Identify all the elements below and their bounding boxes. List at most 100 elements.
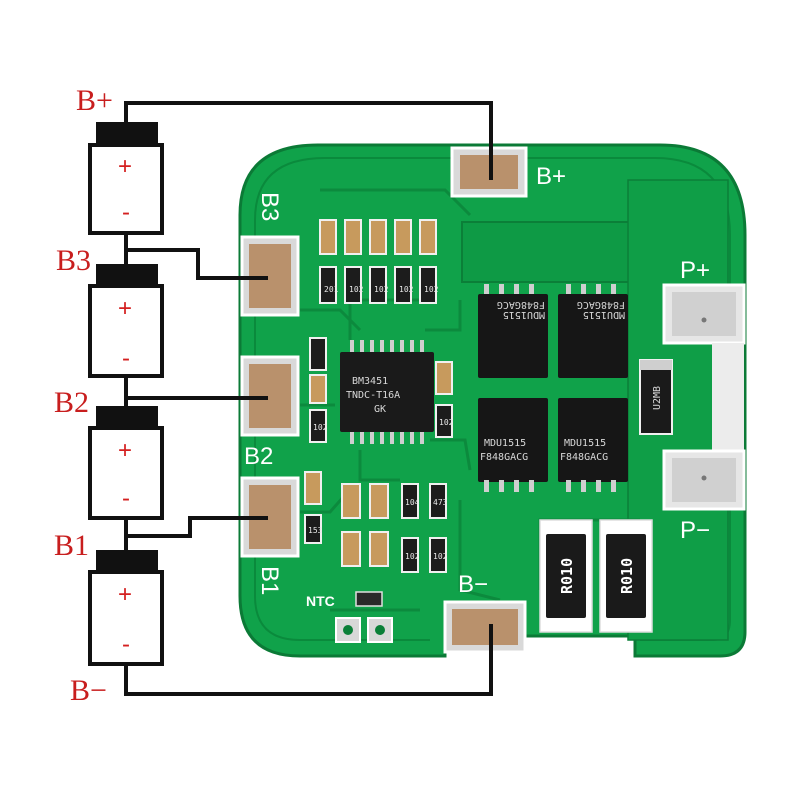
svg-text:102: 102 xyxy=(374,285,389,294)
svg-text:U2MB: U2MB xyxy=(652,386,663,410)
mosfet-array: F848GACG MDU1515 F848GACG MDU1515 MDU151… xyxy=(478,284,628,492)
ic-body xyxy=(340,352,434,432)
svg-text:-: - xyxy=(122,199,130,226)
capacitor xyxy=(304,471,322,505)
capacitor xyxy=(394,219,412,255)
svg-text:F848GACG: F848GACG xyxy=(560,452,608,463)
label-b3: B3 xyxy=(56,244,91,277)
resistor: 104 xyxy=(401,483,420,519)
capacitor xyxy=(369,531,389,567)
svg-text:R010: R010 xyxy=(558,558,576,594)
battery-cell: + - xyxy=(88,406,164,520)
svg-text:102: 102 xyxy=(399,285,414,294)
svg-text:F848GACG: F848GACG xyxy=(577,299,625,310)
resistor: 102 xyxy=(429,537,448,573)
wire-b2 xyxy=(124,376,268,406)
wire-b1 xyxy=(124,516,268,550)
svg-text:MDU1515: MDU1515 xyxy=(564,438,606,449)
svg-text:102: 102 xyxy=(313,423,328,432)
ic-marking-2: TNDC-T16A xyxy=(346,390,400,401)
ntc-resistor xyxy=(355,591,383,607)
board-label-ntc: NTC xyxy=(306,593,335,609)
svg-text:F848GACG: F848GACG xyxy=(497,299,545,310)
svg-text:F848GACG: F848GACG xyxy=(480,452,528,463)
svg-text:104: 104 xyxy=(405,498,420,507)
ic-marking-3: GK xyxy=(374,404,386,415)
svg-text:-: - xyxy=(122,631,130,658)
resistor: 102 xyxy=(435,404,454,438)
board-label-p-plus: P+ xyxy=(680,257,710,284)
resistor-row-top: 201 102 102 102 102 xyxy=(319,266,439,304)
resistor: 153 xyxy=(304,514,323,544)
pad-b-minus xyxy=(443,600,527,654)
svg-text:201: 201 xyxy=(324,285,339,294)
capacitor xyxy=(369,219,387,255)
resistor: 201 xyxy=(319,266,339,304)
battery-cell: + - xyxy=(88,550,164,666)
pad-p-minus xyxy=(662,449,746,511)
svg-text:MDU1515: MDU1515 xyxy=(583,309,625,320)
shunt-resistor: R010 xyxy=(599,519,653,633)
svg-text:MDU1515: MDU1515 xyxy=(484,438,526,449)
resistor: 102 xyxy=(369,266,389,304)
resistor: 102 xyxy=(344,266,364,304)
capacitor-row-top xyxy=(319,219,437,255)
resistor: 102 xyxy=(309,409,328,443)
shunt-resistor: R010 xyxy=(539,519,593,633)
svg-text:-: - xyxy=(122,345,130,372)
capacitor xyxy=(319,219,337,255)
main-ic: BM3451 TNDC-T16A GK xyxy=(340,340,434,444)
ic-right-parts: 102 xyxy=(435,361,454,438)
label-b2: B2 xyxy=(54,386,89,419)
resistor: 473 xyxy=(429,483,448,519)
wire-b3 xyxy=(124,233,268,280)
component-cluster-bottom: 104 473 102 102 153 xyxy=(304,471,448,573)
wiring xyxy=(124,101,493,696)
wire-b-plus xyxy=(124,101,493,180)
battery-stack: + - + - + - + - xyxy=(88,122,164,666)
ic-pins-bottom xyxy=(350,430,424,444)
copper-pour xyxy=(461,221,635,283)
capacitor xyxy=(344,219,362,255)
svg-text:102: 102 xyxy=(349,285,364,294)
svg-text:+: + xyxy=(118,437,132,464)
capacitor xyxy=(309,374,327,404)
capacitor xyxy=(341,531,361,567)
board-label-b-minus: B− xyxy=(458,571,488,598)
resistor: 102 xyxy=(401,537,420,573)
svg-text:473: 473 xyxy=(433,498,448,507)
label-b-plus: B+ xyxy=(76,84,113,117)
label-b1: B1 xyxy=(54,529,89,562)
capacitor xyxy=(369,483,389,519)
svg-text:+: + xyxy=(118,295,132,322)
svg-text:R010: R010 xyxy=(618,558,636,594)
mosfet: MDU1515 F848GACG xyxy=(558,398,628,492)
capacitor xyxy=(435,361,453,395)
resistor: 102 xyxy=(394,266,414,304)
svg-text:102: 102 xyxy=(433,552,448,561)
battery-cell: + - xyxy=(88,264,164,378)
mosfet: F848GACG MDU1515 xyxy=(558,284,628,378)
pad-p-plus xyxy=(662,283,746,345)
diode-u2mb: U2MB xyxy=(639,359,673,435)
svg-text:-: - xyxy=(122,485,130,512)
svg-text:102: 102 xyxy=(439,418,454,427)
label-b-minus: B− xyxy=(70,674,107,707)
svg-text:MDU1515: MDU1515 xyxy=(503,309,545,320)
wire-b-minus xyxy=(124,624,493,696)
resistor: 102 xyxy=(419,266,439,304)
mosfet: F848GACG MDU1515 xyxy=(478,284,548,378)
svg-text:102: 102 xyxy=(405,552,420,561)
board-label-b3: B3 xyxy=(256,192,283,221)
mosfet: MDU1515 F848GACG xyxy=(478,398,548,492)
left-side-parts: 102 xyxy=(309,337,328,443)
ntc-pads xyxy=(335,617,393,643)
board-label-b2: B2 xyxy=(244,443,273,470)
ic-marking-1: BM3451 xyxy=(352,376,388,387)
ic-pins-top xyxy=(350,340,424,354)
board-label-b1: B1 xyxy=(256,566,283,595)
battery-cell: + - xyxy=(88,122,164,235)
diode-small xyxy=(309,337,327,371)
capacitor xyxy=(341,483,361,519)
